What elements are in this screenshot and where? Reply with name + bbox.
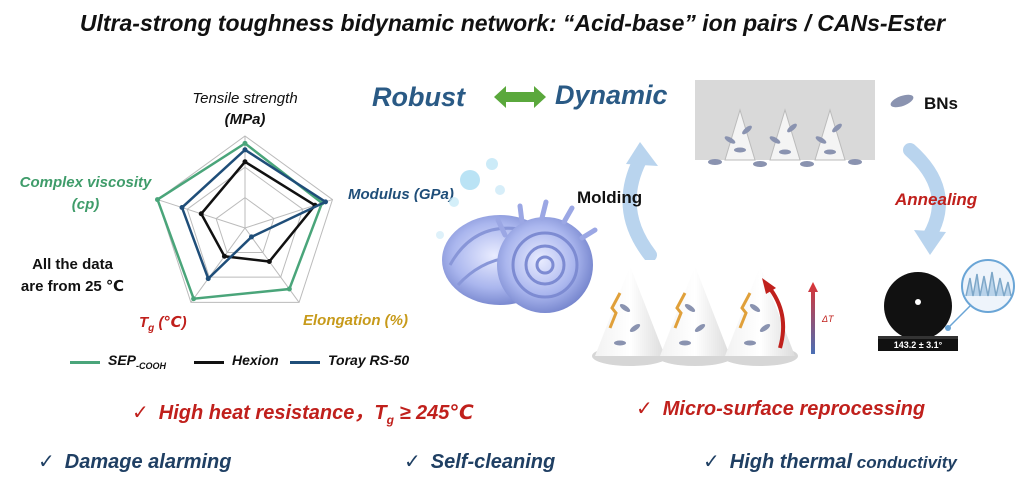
radar-point (266, 258, 272, 264)
feature-heat-resistance: ✓High heat resistance，Tg ≥ 245℃ (132, 402, 474, 427)
axis-label-complex-viscosity: Complex viscosity (cp) (19, 174, 152, 213)
bns-label: BNs (924, 94, 959, 113)
page-title: Ultra-strong toughness bidynamic network… (79, 10, 946, 36)
axis-label-tg: Tg (℃) (139, 314, 187, 334)
data-note: All the data are from 25 ℃ (20, 256, 125, 295)
annealing-arrow-icon (903, 143, 946, 255)
legend-item-sep: SEP-COOH (70, 352, 166, 371)
check-icon: ✓ (703, 451, 720, 473)
radar-grid-ring (186, 166, 304, 278)
feature-damage-alarming: ✓Damage alarming (38, 451, 232, 473)
feature-self-cleaning: ✓Self-cleaning (404, 451, 556, 473)
bn-composite-panel (695, 80, 875, 167)
molding-label: Molding (577, 188, 643, 207)
radar-series (155, 140, 329, 302)
radar-series-line (180, 148, 329, 281)
radar-point (155, 197, 161, 203)
axis-label-tensile: Tensile strength (MPa) (192, 90, 298, 128)
reprocessing-cones (592, 266, 798, 366)
water-droplet-illustration (878, 259, 1015, 341)
radar-point (179, 205, 185, 211)
temperature-gradient-bar (808, 282, 818, 354)
radar-point (286, 286, 292, 292)
annealing-label: Annealing (895, 190, 978, 209)
radar-point (242, 159, 248, 165)
dynamic-label: Dynamic (555, 80, 668, 110)
radar-axis-spoke (190, 227, 246, 303)
axis-label-elongation: Elongation (%) (303, 312, 408, 329)
radar-chart (155, 135, 334, 303)
radar-grid-ring (215, 197, 275, 254)
shell-illustration (436, 158, 598, 313)
radar-point (322, 199, 328, 205)
radar-point (221, 253, 227, 259)
radar-series-line (155, 141, 324, 301)
molding-arrow-icon (622, 142, 658, 260)
legend-item-hexion: Hexion (194, 352, 279, 368)
legend-swatch (194, 361, 224, 364)
double-arrow-icon (494, 86, 546, 108)
radar-point (248, 234, 254, 240)
axis-label-modulus: Modulus (GPa) (348, 186, 454, 203)
check-icon: ✓ (38, 451, 55, 473)
bn-flake-icon (890, 94, 914, 108)
feature-thermal-conductivity: ✓High thermal conductivity (703, 451, 957, 473)
radar-point (191, 296, 197, 302)
legend-swatch (290, 361, 320, 364)
robust-label: Robust (372, 82, 465, 112)
check-icon: ✓ (404, 451, 421, 473)
check-icon: ✓ (132, 402, 149, 424)
check-icon: ✓ (636, 398, 653, 420)
radar-point (242, 147, 248, 153)
radar-point (242, 140, 248, 146)
radar-series-line (199, 160, 317, 263)
legend-swatch (70, 361, 100, 364)
radar-grid (156, 135, 334, 303)
radar-point (205, 276, 211, 282)
legend-item-toray: Toray RS-50 (290, 352, 409, 368)
feature-micro-surface-reprocessing: ✓Micro-surface reprocessing (636, 398, 926, 420)
radar-point (198, 211, 204, 217)
delta-t-label: ΔT (822, 314, 834, 324)
contact-angle-value: 143.2 ± 3.1° (878, 339, 958, 351)
